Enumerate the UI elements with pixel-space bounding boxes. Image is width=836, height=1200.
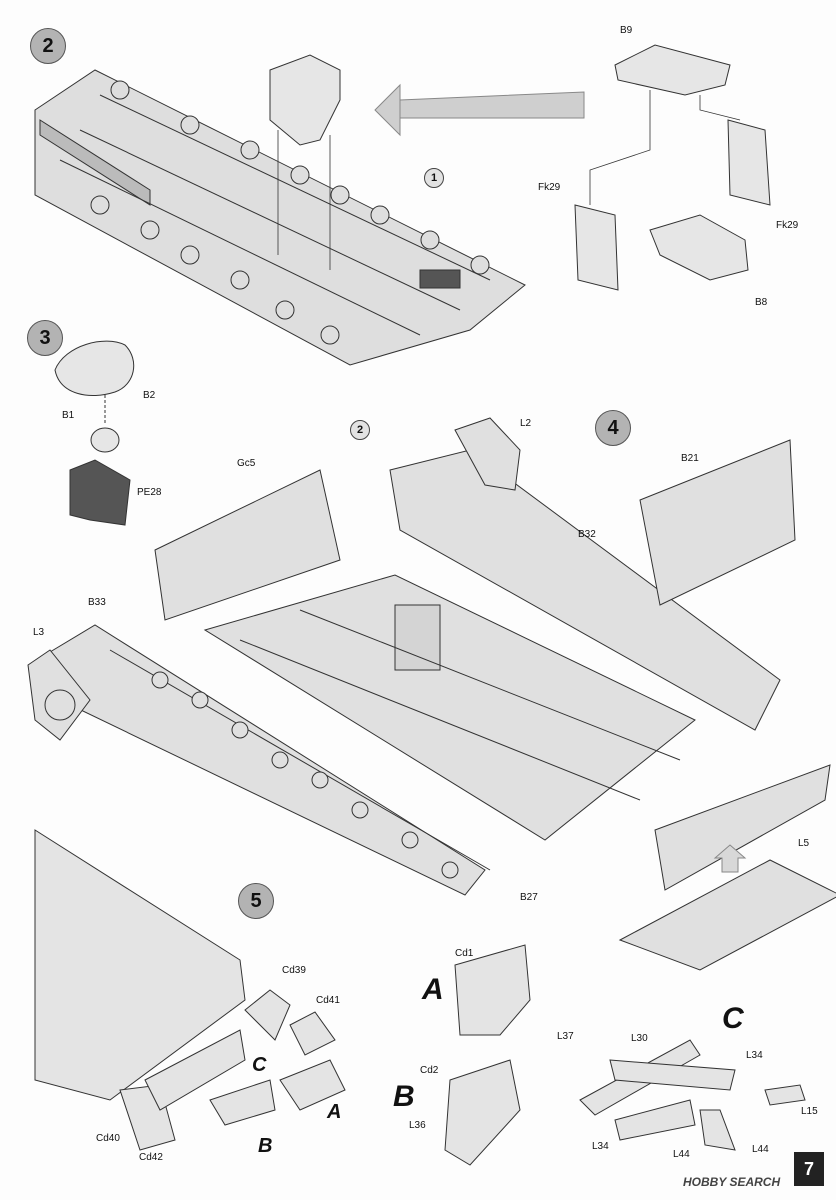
- part-label-l5: L5: [798, 838, 810, 849]
- part-label-b21: B21: [681, 453, 699, 464]
- step-number-2: 2: [30, 28, 66, 64]
- part-label-cd2: Cd2: [420, 1065, 439, 1076]
- part-label-b27: B27: [520, 892, 538, 903]
- part-label-cd42: Cd42: [139, 1152, 163, 1163]
- part-label-b1: B1: [62, 410, 75, 421]
- part-label-b2: B2: [143, 390, 156, 401]
- part-label-l30: L30: [631, 1033, 648, 1044]
- part-label-b32: B32: [578, 529, 596, 540]
- part-label-fk29-left: Fk29: [538, 182, 561, 193]
- step-number-5: 5: [238, 883, 274, 919]
- part-label-gc5: Gc5: [237, 458, 256, 469]
- part-label-cd39: Cd39: [282, 965, 306, 976]
- variant-label-c-small: C: [252, 1054, 267, 1076]
- variant-label-c-large: C: [722, 1002, 744, 1035]
- variant-label-b-large: B: [393, 1080, 415, 1113]
- step-4-hull: [27, 417, 836, 971]
- direction-arrow-1: [399, 91, 585, 119]
- subassembly-marker-2: 2: [350, 420, 370, 440]
- direction-arrow-head-1: [374, 83, 401, 137]
- watermark: HOBBY SEARCH: [683, 1175, 781, 1189]
- part-label-l2: L2: [520, 418, 532, 429]
- part-label-l44-left: L44: [673, 1149, 690, 1160]
- step-number-3: 3: [27, 320, 63, 356]
- part-label-b33: B33: [88, 597, 106, 608]
- part-label-cd1: Cd1: [455, 948, 474, 959]
- part-label-l3: L3: [33, 627, 45, 638]
- step-2-bracket: [269, 54, 341, 270]
- part-label-cd41: Cd41: [316, 995, 340, 1006]
- variant-label-a-large: A: [422, 973, 444, 1006]
- step-5-parts: [34, 829, 806, 1166]
- part-label-b9: B9: [620, 25, 633, 36]
- part-label-l36: L36: [409, 1120, 426, 1131]
- step-3-parts: [54, 340, 135, 526]
- variant-label-b-small: B: [258, 1135, 273, 1157]
- part-label-l34-left: L34: [592, 1141, 609, 1152]
- part-label-cd40: Cd40: [96, 1133, 120, 1144]
- part-label-fk29-right: Fk29: [776, 220, 799, 231]
- variant-label-a-small: A: [327, 1101, 342, 1123]
- part-label-l15: L15: [801, 1106, 818, 1117]
- part-label-l34-right: L34: [746, 1050, 763, 1061]
- part-label-b8: B8: [755, 297, 768, 308]
- part-label-l37: L37: [557, 1031, 574, 1042]
- direction-arrow-2: [713, 844, 747, 873]
- part-label-l44-right: L44: [752, 1144, 769, 1155]
- part-label-pe28: PE28: [137, 487, 162, 498]
- page-number: 7: [794, 1152, 824, 1186]
- subassembly-marker-1: 1: [424, 168, 444, 188]
- step-2-hull-floor: [34, 69, 526, 366]
- step-number-4: 4: [595, 410, 631, 446]
- step-2-detail-parts: [574, 44, 771, 291]
